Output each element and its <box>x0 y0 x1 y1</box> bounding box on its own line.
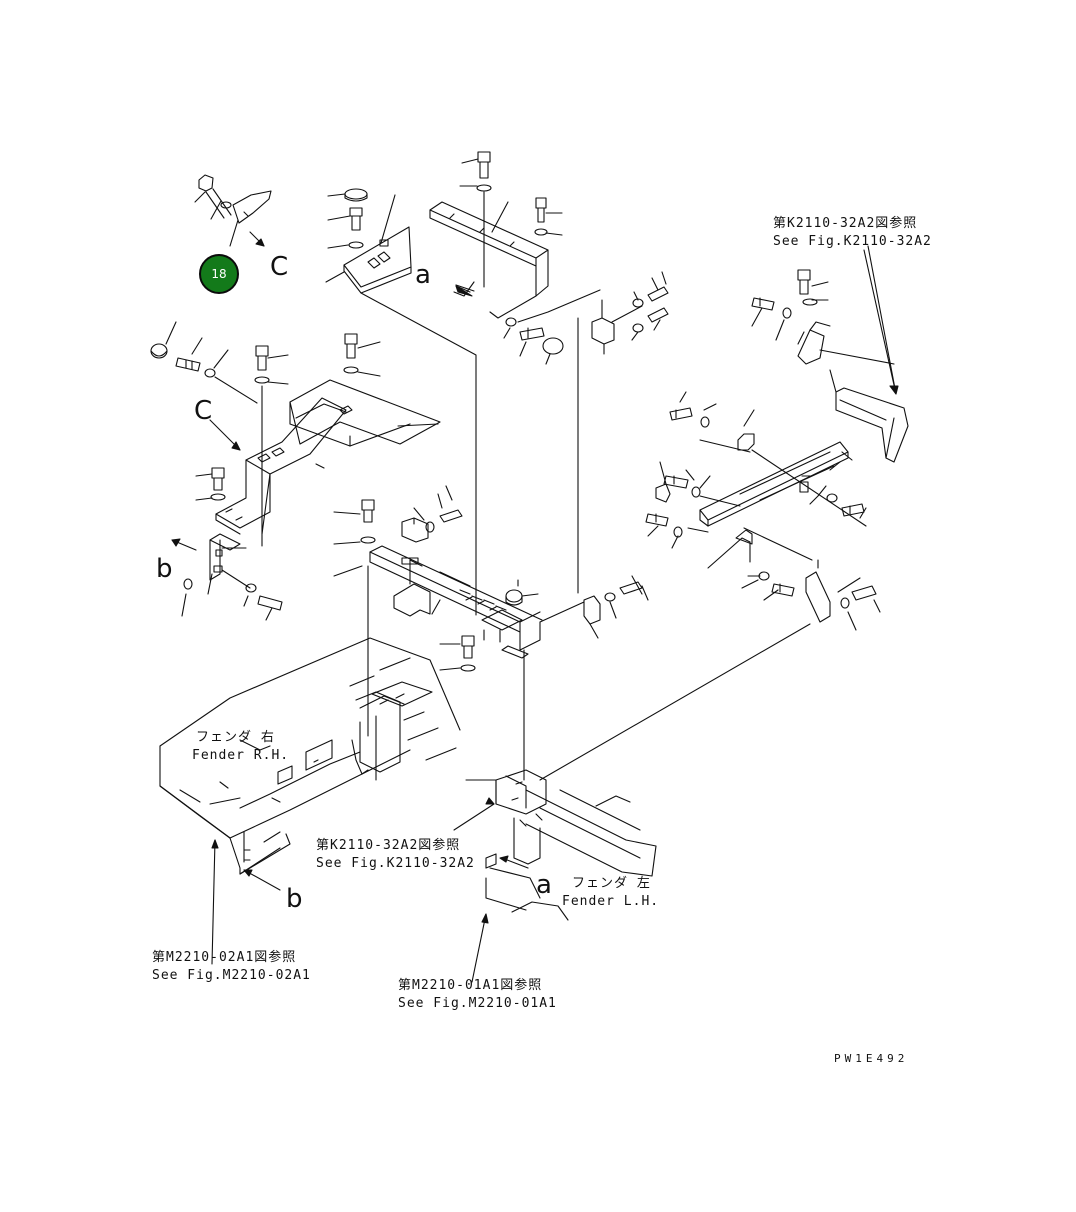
ref-k2110-top-jp: 第K2110-32A2図参照 <box>773 216 918 231</box>
fender-lh-label-jp: フェンダ 左 <box>572 876 651 891</box>
fender-lh-outline <box>465 769 657 921</box>
view-letter-c-left: C <box>194 396 213 426</box>
ref-m2210-02-en: See Fig.M2210-02A1 <box>152 968 311 983</box>
item-number-text: 18 <box>211 267 227 281</box>
ref-m2210-01-jp: 第M2210-01A1図参照 <box>398 978 543 993</box>
ref-m2210-01-en: See Fig.M2210-01A1 <box>398 996 557 1011</box>
fender-rh-label-en: Fender R.H. <box>192 748 290 763</box>
left-fastener-group <box>150 321 258 404</box>
view-letter-a-bottom: a <box>536 870 552 900</box>
view-letter-b-bottom: b <box>286 884 303 914</box>
item-number-badge[interactable]: 18 <box>199 254 239 294</box>
right-fender-bracket <box>751 245 909 463</box>
ref-k2110-center-jp: 第K2110-32A2図参照 <box>316 838 461 853</box>
view-letter-a-top: a <box>415 260 431 290</box>
view-letter-c-top: C <box>270 252 289 282</box>
ref-m2210-02-jp: 第M2210-02A1図参照 <box>152 950 297 965</box>
fender-lh-label-en: Fender L.H. <box>562 894 660 909</box>
top-support-bracket <box>429 151 601 365</box>
left-clip-assembly <box>171 467 283 621</box>
view-letter-b-left: b <box>156 554 173 584</box>
ref-k2110-center-en: See Fig.K2110-32A2 <box>316 856 475 871</box>
drawing-code: PW1E492 <box>834 1052 909 1065</box>
leader-arrows <box>211 249 897 983</box>
small-bracket-assembly <box>194 174 272 247</box>
ref-k2110-top-en: See Fig.K2110-32A2 <box>773 234 932 249</box>
left-main-bracket <box>209 333 441 547</box>
right-rail-assembly <box>539 391 881 781</box>
clip-bracket-assembly <box>577 271 669 594</box>
fender-rh-label-jp: フェンダ 右 <box>196 730 275 745</box>
top-cover-plate <box>325 188 477 616</box>
right-clip-assembly <box>539 575 649 639</box>
center-crossmember <box>333 485 543 781</box>
